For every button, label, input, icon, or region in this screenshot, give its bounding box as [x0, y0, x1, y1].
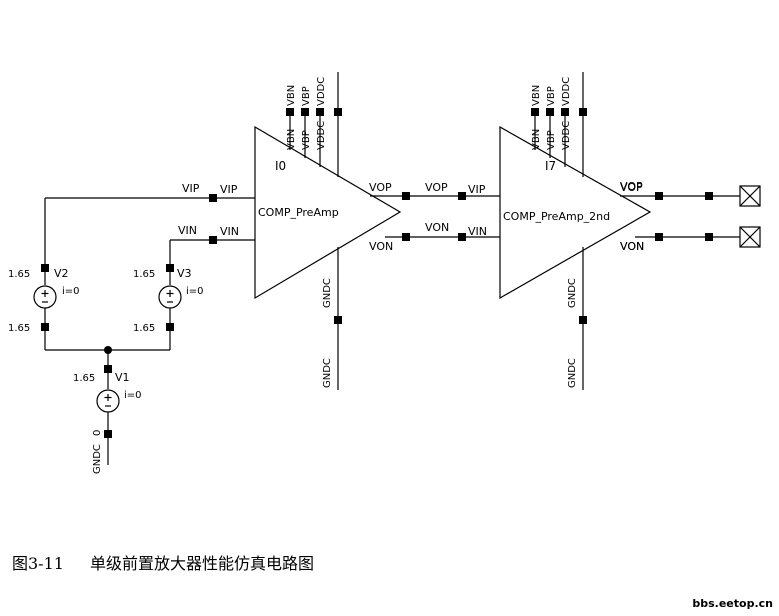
amp1-pin-vbp: VBP: [301, 130, 312, 150]
amp2-pin-vbn: VBN: [531, 129, 542, 150]
net-label-vbp-2: VBP: [546, 86, 557, 106]
v3-dc-top: 1.65: [133, 269, 155, 280]
amp1-pin-von: VON: [369, 240, 393, 253]
v3-current: i=0: [186, 286, 204, 297]
net-label-out-vop: VOP: [620, 180, 643, 193]
amp1-pin-vop: VOP: [369, 181, 392, 194]
amp2-pin-vop: VOP: [620, 181, 643, 194]
amp2-pin-gndc: GNDC: [567, 278, 578, 308]
amp2-pin-vip: VIP: [468, 183, 486, 196]
amp1-cell-name: COMP_PreAmp: [258, 206, 339, 219]
net-label-gndc-2: GNDC: [567, 358, 578, 388]
amp2-instance: I7: [545, 159, 556, 173]
net-label-vddc-1: VDDC: [316, 77, 327, 106]
net-label-vbp-1: VBP: [301, 86, 312, 106]
net-label-vop: VOP: [425, 181, 448, 194]
amp1-pin-gndc: GNDC: [322, 278, 333, 308]
amp2-pin-von: VON: [620, 240, 644, 253]
v2-dc-bottom: 1.65: [8, 323, 30, 334]
amp2-cell-name: COMP_PreAmp_2nd: [503, 210, 610, 223]
amp2-pin-vddc: VDDC: [561, 121, 572, 150]
v2-current: i=0: [62, 286, 80, 297]
figure-caption: 图3-11 单级前置放大器性能仿真电路图: [12, 550, 314, 574]
net-label-out-von: VON: [620, 240, 644, 253]
junction-dot: [104, 346, 112, 354]
v1-current: i=0: [124, 390, 142, 401]
amp1-pin-vddc: VDDC: [316, 121, 327, 150]
amp2-pin-vin: VIN: [468, 225, 487, 238]
amp1-pin-vin: VIN: [220, 225, 239, 238]
amp1-pin-vbn: VBN: [286, 129, 297, 150]
net-label-vip: VIP: [182, 182, 200, 195]
v2-dc-top: 1.65: [8, 269, 30, 280]
v1-dc-top: 1.65: [73, 373, 95, 384]
v1-name: V1: [115, 371, 130, 384]
watermark: bbs.eetop.cn: [692, 597, 773, 610]
amp2-pin-vbp: VBP: [546, 130, 557, 150]
net-label-vbn-2: VBN: [531, 85, 542, 106]
amp1-pin-vip: VIP: [220, 183, 238, 196]
v3-name: V3: [177, 267, 192, 280]
net-label-von: VON: [425, 221, 449, 234]
figure-title: 单级前置放大器性能仿真电路图: [89, 554, 314, 573]
amp1-instance: I0: [275, 159, 286, 173]
v3-dc-bottom: 1.65: [133, 323, 155, 334]
net-label-vddc-2: VDDC: [561, 77, 572, 106]
figure-number: 图3-11: [12, 554, 64, 573]
net-label-gndc-1: GNDC: [322, 358, 333, 388]
v1-ground-net: GNDC: [92, 444, 103, 474]
v1-ground-value: 0: [92, 430, 103, 436]
v2-name: V2: [54, 267, 69, 280]
net-label-vbn-1: VBN: [286, 85, 297, 106]
net-label-vin: VIN: [178, 224, 197, 237]
